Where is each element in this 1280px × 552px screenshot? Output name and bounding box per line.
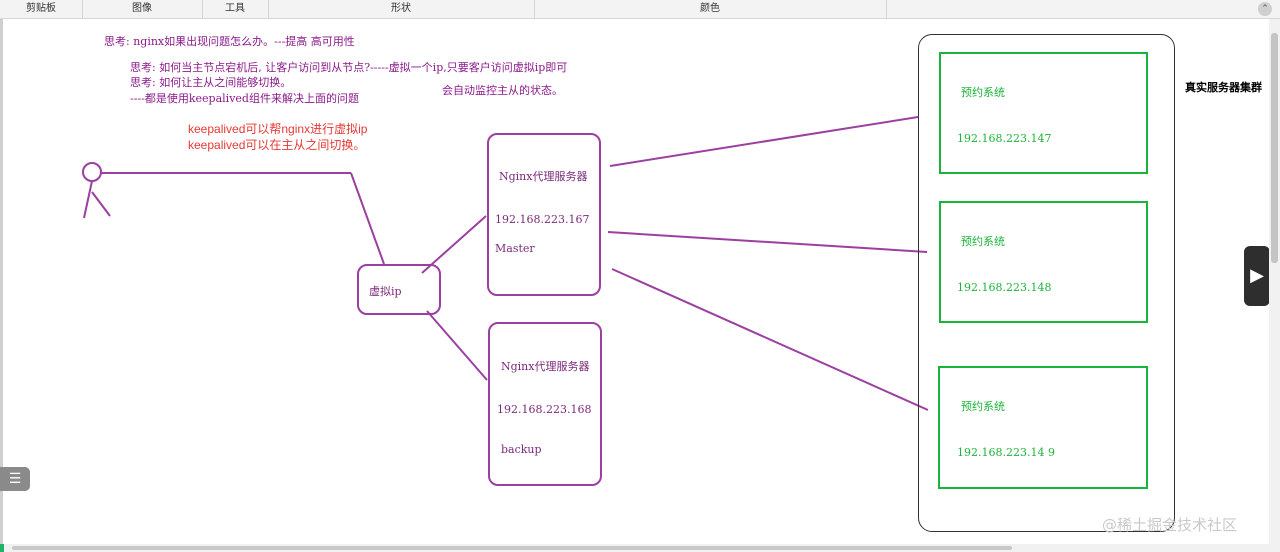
master-to-server2-line	[607, 231, 928, 253]
master-to-server3-line	[611, 268, 929, 411]
scroll-indicator	[0, 544, 4, 552]
nginx-master-title: Nginx代理服务器	[499, 170, 588, 183]
nginx-backup-role: backup	[501, 443, 542, 456]
server-2-ip: 192.168.223.148	[957, 281, 1052, 294]
watermark: @稀土掘金技术社区	[1102, 516, 1238, 534]
ribbon-tab-clipboard[interactable]: 剪贴板	[0, 0, 83, 18]
canvas-left-edge	[0, 19, 3, 552]
note-question-3b: 会自动监控主从的状态。	[442, 84, 563, 97]
red-note-1: keepalived可以帮nginx进行虚拟ip	[188, 122, 368, 136]
server-2-name: 预约系统	[961, 235, 1005, 248]
nginx-backup-box: Nginx代理服务器 192.168.223.168 backup	[488, 322, 602, 486]
server-cluster-box	[918, 34, 1175, 532]
chevron-up-icon[interactable]: ⌃	[1258, 2, 1272, 16]
play-icon[interactable]: ▶	[1244, 246, 1270, 306]
note-question-3: 思考: 如何让主从之间能够切换。	[130, 76, 292, 89]
server-box-2: 预约系统 192.168.223.148	[939, 201, 1148, 323]
horizontal-scrollbar[interactable]	[0, 544, 1280, 552]
vertical-scrollbar-thumb[interactable]	[1271, 33, 1278, 263]
vertical-scrollbar[interactable]	[1269, 19, 1280, 544]
ribbon-tab-image[interactable]: 图像	[82, 0, 203, 18]
master-to-server1-line	[609, 116, 919, 167]
ribbon-toolbar: 剪贴板 图像 工具 形状 颜色 ⌃	[0, 0, 1280, 19]
ribbon-tab-tools[interactable]: 工具	[202, 0, 269, 18]
nginx-backup-ip: 192.168.223.168	[497, 403, 592, 416]
virtual-ip-box: 虚拟ip	[357, 264, 441, 315]
user-leg	[91, 191, 111, 217]
server-box-3: 预约系统 192.168.223.14 9	[938, 366, 1148, 489]
note-question-2: 思考: 如何当主节点宕机后, 让客户访问到从节点?-----虚拟一个ip,只要客…	[130, 61, 568, 74]
server-1-ip: 192.168.223.147	[957, 132, 1052, 145]
server-1-name: 预约系统	[961, 86, 1005, 99]
server-3-ip: 192.168.223.14 9	[957, 446, 1055, 459]
nginx-master-box: Nginx代理服务器 192.168.223.167 Master	[487, 133, 601, 296]
virtual-ip-label: 虚拟ip	[369, 285, 402, 298]
user-head	[82, 162, 102, 182]
cluster-title: 真实服务器集群	[1185, 81, 1262, 94]
vip-to-backup-line	[426, 310, 488, 381]
note-answer: ----都是使用keepalived组件来解决上面的问题	[130, 92, 359, 105]
red-note-2: keepalived可以在主从之间切换。	[188, 138, 366, 152]
ribbon-tab-shapes[interactable]: 形状	[268, 0, 535, 18]
server-box-1: 预约系统 192.168.223.147	[939, 52, 1148, 174]
nginx-backup-title: Nginx代理服务器	[501, 360, 590, 373]
user-body	[83, 180, 93, 219]
list-icon[interactable]: ☰	[0, 467, 30, 491]
horizontal-scrollbar-thumb[interactable]	[12, 546, 1012, 550]
user-to-vip-line-down	[350, 172, 385, 265]
note-question-1: 思考: nginx如果出现问题怎么办。---提高 高可用性	[104, 35, 355, 48]
server-3-name: 预约系统	[961, 400, 1005, 413]
nginx-master-role: Master	[495, 242, 535, 255]
vip-to-master-line	[421, 215, 487, 274]
ribbon-tab-colors[interactable]: 颜色	[534, 0, 887, 18]
nginx-master-ip: 192.168.223.167	[495, 213, 590, 226]
